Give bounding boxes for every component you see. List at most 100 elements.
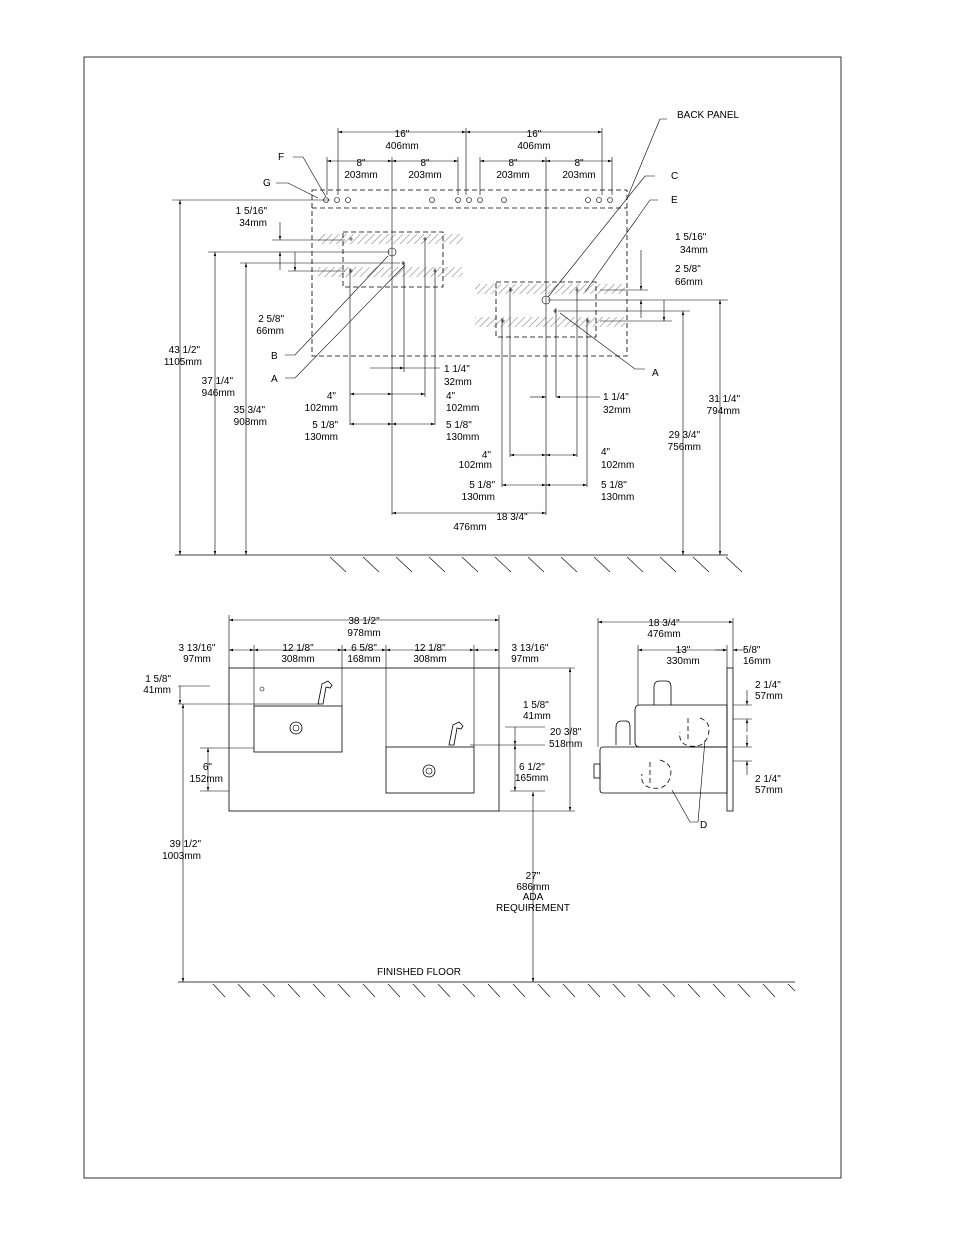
- dim-31-14: 31 1/4": [709, 394, 741, 405]
- svg-text:406mm: 406mm: [517, 141, 550, 152]
- floor-hatch-bottom: [212, 983, 796, 998]
- svg-text:203mm: 203mm: [496, 170, 529, 181]
- dim-8-4: 8": [574, 158, 584, 169]
- dim-2-5-8-left: 2 5/8": [258, 314, 284, 325]
- svg-text:330mm: 330mm: [666, 656, 699, 667]
- svg-text:203mm: 203mm: [344, 170, 377, 181]
- lower-unit: [599, 746, 728, 794]
- upper-unit: [634, 704, 728, 748]
- svg-text:41mm: 41mm: [143, 685, 171, 696]
- dim-5-18-left-a: 5 1/8": [312, 420, 338, 431]
- dim-37-14: 37 1/4": [202, 376, 234, 387]
- svg-text:203mm: 203mm: [562, 170, 595, 181]
- front-view: 38 1/2" 978mm 3 13/16" 97mm 12 1/8" 308m…: [143, 615, 796, 998]
- svg-text:168mm: 168mm: [347, 654, 380, 665]
- callout-a-left: A: [271, 374, 278, 385]
- dim-4-left-a: 4": [327, 391, 337, 402]
- dim-5-18-right-b: 5 1/8": [601, 480, 627, 491]
- dim-29-34: 29 3/4": [669, 430, 701, 441]
- svg-text:518mm: 518mm: [549, 739, 582, 750]
- svg-text:34mm: 34mm: [680, 245, 708, 256]
- svg-text:1105mm: 1105mm: [164, 357, 202, 368]
- dim-4-left-b: 4": [446, 391, 456, 402]
- svg-text:130mm: 130mm: [446, 432, 479, 443]
- dim-20-38: 20 3/8": [550, 727, 582, 738]
- dim-12-18-b: 12 1/8": [414, 643, 446, 654]
- finished-floor-label: FINISHED FLOOR: [377, 967, 461, 978]
- dim-1-14-right: 1 1/4": [603, 392, 629, 403]
- dim-1-58-left: 1 5/8": [145, 674, 171, 685]
- dim-4-right-a: 4": [482, 450, 492, 461]
- svg-text:946mm: 946mm: [202, 388, 235, 399]
- floor-hatch-top: [329, 556, 743, 573]
- svg-text:66mm: 66mm: [256, 326, 284, 337]
- callout-c: C: [671, 171, 678, 182]
- svg-text:165mm: 165mm: [515, 773, 548, 784]
- svg-text:102mm: 102mm: [446, 403, 479, 414]
- dim-8-3: 8": [508, 158, 518, 169]
- dim-8-1: 8": [356, 158, 366, 169]
- dim-35-34: 35 3/4": [234, 405, 266, 416]
- svg-text:1003mm: 1003mm: [162, 851, 201, 862]
- svg-text:130mm: 130mm: [601, 492, 634, 503]
- svg-text:130mm: 130mm: [462, 492, 495, 503]
- dim-12-18-a: 12 1/8": [282, 643, 314, 654]
- svg-text:ADA: ADA: [523, 892, 544, 903]
- dim-1-5-16-right: 1 5/16": [675, 232, 707, 243]
- svg-text:308mm: 308mm: [281, 654, 314, 665]
- back-panel-label: BACK PANEL: [677, 110, 739, 121]
- dim-5-8: 5/8": [743, 645, 761, 656]
- dim-6-58: 6 5/8": [351, 643, 377, 654]
- dim-1-58-right: 1 5/8": [523, 700, 549, 711]
- svg-text:57mm: 57mm: [755, 691, 783, 702]
- dim-6: 6": [203, 762, 213, 773]
- svg-text:203mm: 203mm: [408, 170, 441, 181]
- svg-text:152mm: 152mm: [190, 774, 223, 785]
- callout-a-right: A: [652, 368, 659, 379]
- svg-text:978mm: 978mm: [347, 628, 380, 639]
- dim-6-12: 6 1/2": [519, 762, 545, 773]
- svg-text:476mm: 476mm: [647, 629, 680, 640]
- dim-5-18-left-b: 5 1/8": [446, 420, 472, 431]
- front-back-panel: [228, 667, 500, 812]
- svg-text:REQUIREMENT: REQUIREMENT: [496, 903, 570, 914]
- top-view: BACK PANEL F G C E B A A 16" 406mm 16" 4…: [164, 110, 743, 573]
- callout-d: D: [700, 820, 707, 831]
- svg-text:97mm: 97mm: [511, 654, 539, 665]
- svg-text:308mm: 308mm: [413, 654, 446, 665]
- svg-text:756mm: 756mm: [668, 442, 701, 453]
- dim-8-2: 8": [420, 158, 430, 169]
- dim-2-14-a: 2 1/4": [755, 680, 781, 691]
- svg-text:130mm: 130mm: [305, 432, 338, 443]
- side-wall-panel: [726, 667, 734, 812]
- dim-2-14-b: 2 1/4": [755, 774, 781, 785]
- dim-18-34: 18 3/4": [496, 512, 528, 523]
- dim-38-12: 38 1/2": [348, 616, 380, 627]
- dim-18-34-side: 18 3/4": [648, 618, 680, 629]
- svg-text:102mm: 102mm: [305, 403, 338, 414]
- dim-3-13-16-left: 3 13/16": [179, 643, 216, 654]
- callout-f: F: [278, 152, 284, 163]
- svg-text:406mm: 406mm: [385, 141, 418, 152]
- upper-bubbler-icon: [653, 680, 672, 705]
- dim-3-13-16-right: 3 13/16": [512, 643, 549, 654]
- dim-4-right-b: 4": [601, 447, 611, 458]
- svg-text:908mm: 908mm: [234, 417, 267, 428]
- svg-text:32mm: 32mm: [603, 405, 631, 416]
- dim-16-right: 16": [527, 129, 542, 140]
- left-bubbler-icon: [317, 680, 333, 705]
- svg-text:34mm: 34mm: [239, 218, 267, 229]
- svg-text:686mm: 686mm: [516, 882, 549, 893]
- side-view: 18 3/4" 476mm 13" 330mm 5/8" 16mm 2 1/4"…: [593, 618, 783, 831]
- right-bubbler-icon: [448, 721, 464, 746]
- dim-27-ada: 27": [526, 871, 541, 882]
- dim-16-left: 16": [395, 129, 410, 140]
- svg-text:102mm: 102mm: [601, 460, 634, 471]
- svg-text:476mm: 476mm: [453, 522, 486, 533]
- svg-text:57mm: 57mm: [755, 785, 783, 796]
- dim-2-5-8-right: 2 5/8": [675, 264, 701, 275]
- svg-text:102mm: 102mm: [459, 460, 492, 471]
- svg-text:97mm: 97mm: [183, 654, 211, 665]
- callout-e: E: [671, 195, 678, 206]
